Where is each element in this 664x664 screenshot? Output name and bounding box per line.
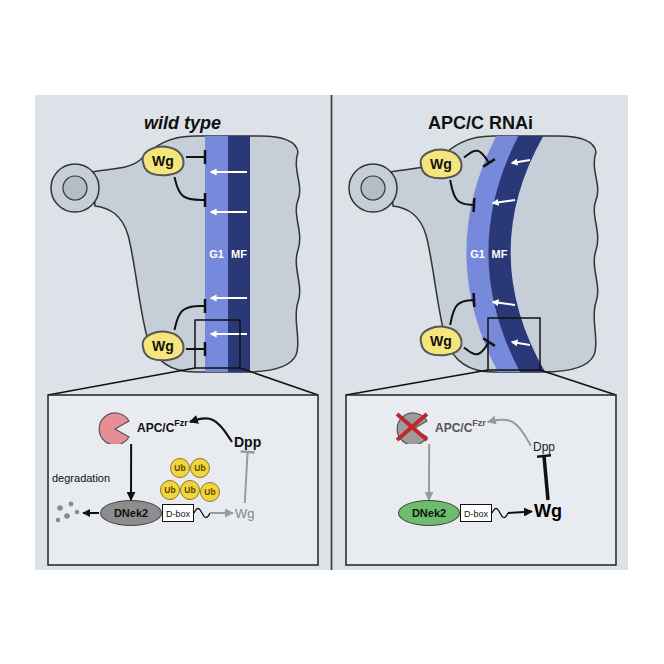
node-label: Wg — [430, 333, 452, 349]
node-label: G1 — [209, 248, 224, 260]
inhibition-line — [544, 456, 548, 500]
ubiquitin: Ub — [160, 480, 180, 500]
dpp-label: Dpp — [531, 436, 557, 456]
inhibition-line — [175, 177, 206, 200]
apc-complex: APC/CFzr — [390, 410, 488, 444]
ubiquitin: Ub — [200, 482, 220, 502]
activation-arrow — [190, 418, 232, 442]
node-label: D-box — [166, 509, 190, 519]
node-label: APC/C — [435, 421, 472, 435]
node-label: DNek2 — [114, 507, 148, 519]
activation-arrow — [428, 444, 430, 500]
node-label: Ub — [184, 485, 195, 495]
node-label: Wg — [152, 338, 174, 354]
inhibition-line — [186, 156, 205, 158]
panel: wild typeG1MFWgWgAPC/CFzrDppDNek2D-boxUb… — [35, 95, 330, 570]
panel: APC/C RNAiG1MFWgWgAPC/CFzrDppDNek2D-boxW… — [333, 95, 628, 570]
apc-complex: APC/CFzr — [92, 410, 190, 444]
dbox-motif: D-box — [460, 504, 508, 522]
process-note: degradation — [52, 472, 110, 484]
inhibition-line — [464, 151, 489, 163]
node-label: Wg — [430, 156, 452, 172]
knockdown-cross — [397, 414, 427, 440]
zoom-leader — [48, 318, 616, 395]
wg-domain: Wg — [140, 145, 186, 177]
eye-disc — [51, 130, 300, 380]
inhibition-line — [175, 306, 206, 330]
eye-disc — [349, 125, 598, 380]
dpp-label: Dpp — [232, 432, 263, 452]
panel-ground — [35, 95, 330, 570]
panel-divider — [331, 95, 333, 570]
degradation-arrow — [83, 512, 99, 514]
g1-band: G1 — [205, 138, 228, 370]
dbox-rect: D-box — [460, 504, 492, 522]
inhibition-line — [450, 180, 474, 205]
wg-domain: Wg — [418, 325, 464, 357]
inhibition-line — [245, 452, 248, 503]
wg-domain: Wg — [418, 148, 464, 180]
activation-arrow — [488, 420, 531, 446]
activation-arrow — [508, 512, 532, 514]
degradation-fragments — [56, 502, 79, 523]
inset-box — [346, 395, 616, 565]
wg-label: Wg — [532, 500, 564, 523]
activation-arrow — [210, 512, 233, 514]
apc-shape — [392, 410, 432, 444]
dnek2-protein: DNek2 — [100, 500, 162, 526]
ubiquitin: Ub — [180, 480, 200, 500]
node-label: APC/C RNAi — [428, 113, 533, 133]
node-label: MF — [231, 248, 247, 260]
mf-band: MF — [228, 138, 250, 370]
activation-arrow — [130, 444, 132, 500]
mf-band: MF — [488, 135, 548, 370]
node-label: DNek2 — [412, 507, 446, 519]
node-label: Ub — [164, 485, 175, 495]
node-label: D-box — [464, 509, 488, 519]
node-label: Dpp — [533, 440, 555, 454]
node-label: G1 — [470, 248, 485, 260]
node-label: Ub — [194, 463, 205, 473]
inhibition-line — [450, 300, 474, 325]
ubiquitin: Ub — [170, 458, 190, 478]
node-label: wild type — [144, 113, 221, 133]
node-label: Wg — [235, 506, 255, 521]
node-label: APC/C — [137, 421, 174, 435]
inhibition-line — [464, 342, 489, 354]
inset-box — [48, 395, 318, 565]
wg-domain: Wg — [140, 330, 186, 362]
node-label: Ub — [204, 487, 215, 497]
node-label: Ub — [174, 463, 185, 473]
ubiquitin: Ub — [190, 458, 210, 478]
panel-ground — [333, 95, 628, 570]
superscript-label: Fzr — [472, 418, 486, 428]
mrna-tail — [194, 504, 210, 522]
wg-label: Wg — [233, 503, 257, 523]
apc-shape — [94, 410, 134, 444]
mrna-tail — [492, 504, 508, 522]
node-label: Wg — [534, 501, 562, 521]
dnek2-protein: DNek2 — [398, 500, 460, 526]
superscript-label: Fzr — [174, 418, 188, 428]
dbox-motif: D-box — [162, 504, 210, 522]
node-label: Wg — [152, 153, 174, 169]
node-label: MF — [492, 248, 508, 260]
inhibition-line — [186, 348, 205, 350]
node-label: Dpp — [234, 434, 261, 450]
dbox-rect: D-box — [162, 504, 194, 522]
